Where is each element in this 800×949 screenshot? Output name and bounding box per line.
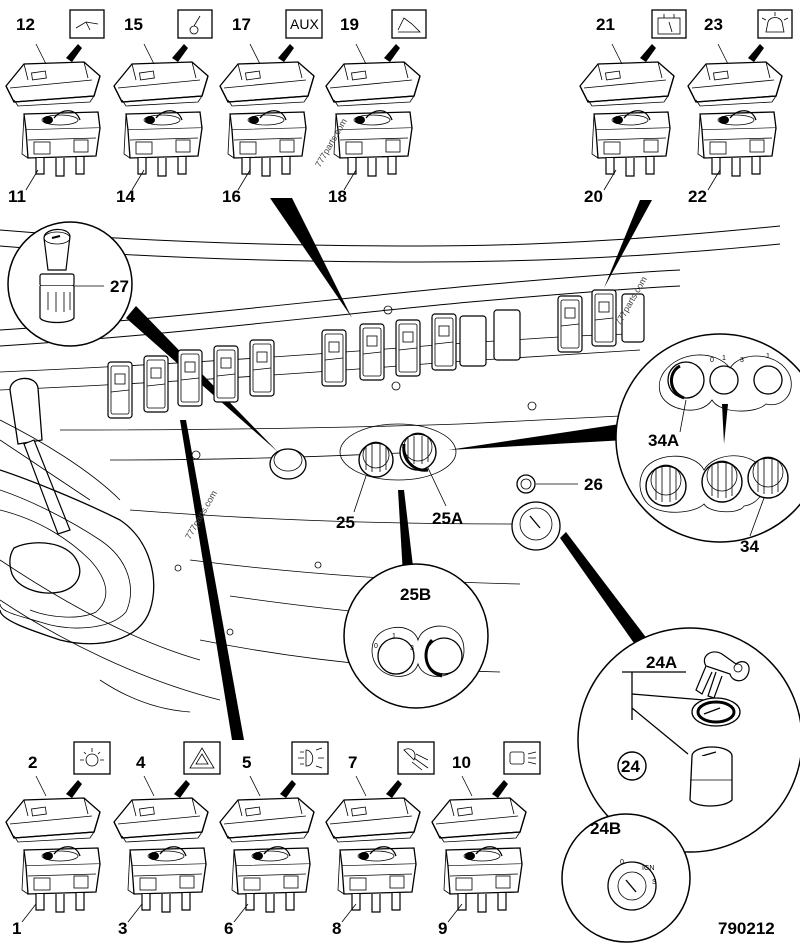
switch-4-3: 4 3 [113, 741, 221, 938]
gauge-icon [651, 9, 687, 39]
switch-21-20: 21 20 [579, 9, 687, 206]
dial-34-mark-3: 3 [740, 357, 744, 364]
callout-5: 5 [242, 753, 251, 772]
switch-7-8: 7 8 [325, 741, 435, 938]
ign-mark-on: IGN [642, 865, 654, 872]
callout-3: 3 [118, 919, 127, 938]
callout-20: 20 [584, 187, 603, 206]
callout-25: 25 [336, 513, 355, 532]
callout-25B: 25B [400, 585, 431, 604]
leader-34 [448, 424, 626, 450]
leader-top-right [604, 200, 652, 288]
callout-2: 2 [28, 753, 37, 772]
callout-11: 11 [8, 187, 26, 206]
switch-12-11: 12 11 [5, 9, 105, 206]
figure-id: 790212 [718, 919, 775, 938]
work-light-icon [73, 741, 111, 775]
tilt-bucket-icon [391, 9, 427, 39]
callout-15: 15 [124, 15, 143, 34]
switch-19-18: 19 18 [325, 9, 427, 206]
callout-19: 19 [340, 15, 359, 34]
callout-4: 4 [136, 753, 146, 772]
callout-6: 6 [224, 919, 233, 938]
callout-34: 34 [740, 537, 759, 556]
bottom-switch-group: 2 1 4 3 5 6 [5, 741, 541, 938]
dial-34-mark-1: 1 [766, 353, 770, 360]
detail-circle-34: 1 0 3 1 34A 34 [615, 333, 800, 556]
leader-top-group [270, 198, 352, 318]
switch-5-6: 5 6 [219, 741, 329, 938]
panel-knob-27 [269, 448, 307, 480]
switch-2-1: 2 1 [5, 741, 111, 938]
leader-bottom-group [180, 420, 244, 740]
key-switch-panel [511, 501, 561, 551]
callout-22: 22 [688, 187, 707, 206]
switch-23-22: 23 22 [687, 9, 793, 206]
switch-15-14: 15 14 [113, 9, 213, 206]
beacon-icon [757, 9, 793, 39]
callout-7: 7 [348, 753, 357, 772]
callout-24B: 24B [590, 819, 621, 838]
lift-arm-icon [69, 9, 105, 39]
ign-mark-start: S [652, 879, 657, 886]
panel-dials-25 [339, 423, 457, 481]
callout-8: 8 [332, 919, 341, 938]
callout-10: 10 [452, 753, 471, 772]
panel-rocker-row-center [321, 309, 521, 387]
detail-circle-24: 24A 24 [577, 627, 800, 853]
callout-25A: 25A [432, 509, 463, 528]
detail-circle-27: 27 [7, 221, 133, 347]
callout-21: 21 [596, 15, 615, 34]
detail-circle-25B: 0 1 3 25B [343, 563, 489, 709]
callout-17: 17 [232, 15, 251, 34]
callout-24A: 24A [646, 653, 677, 672]
joystick-icon [177, 9, 213, 39]
dial-34-mark-0: 0 [710, 357, 714, 364]
panel-rocker-row-left [107, 339, 275, 419]
leader-24 [560, 532, 648, 646]
detail-circle-24B: 0 IGN S 24B [561, 813, 691, 943]
joystick-lever [0, 377, 155, 645]
callout-1: 1 [12, 919, 21, 938]
switch-10-9: 10 9 [431, 741, 541, 938]
ign-mark-off: 0 [620, 859, 624, 866]
switch-17-16: AUX 17 16 [219, 9, 323, 206]
top-switch-group: 12 11 15 14 AUX 17 16 [5, 9, 793, 206]
hazard-icon [183, 741, 221, 775]
callout-16: 16 [222, 187, 241, 206]
dial-25b-mark-0: 0 [374, 643, 378, 650]
aux-icon-label: AUX [290, 16, 319, 32]
headlight-icon [291, 741, 329, 775]
indicator-26 [516, 474, 536, 494]
callout-24: 24 [621, 757, 640, 776]
callout-12: 12 [16, 15, 35, 34]
rear-light-icon [503, 741, 541, 775]
dial-25b-mark-12: 1 [392, 633, 396, 640]
callout-23: 23 [704, 15, 723, 34]
callout-18: 18 [328, 187, 347, 206]
callout-34A: 34A [648, 431, 679, 450]
floodlight-icon [397, 741, 435, 775]
panel-rocker-row-right [557, 289, 645, 353]
callout-14: 14 [116, 187, 135, 206]
dial-25b-mark-3: 3 [410, 645, 414, 652]
callout-27: 27 [110, 277, 129, 296]
callout-9: 9 [438, 919, 447, 938]
callout-26: 26 [584, 475, 603, 494]
dial-34-mark-12: 1 [722, 355, 726, 362]
